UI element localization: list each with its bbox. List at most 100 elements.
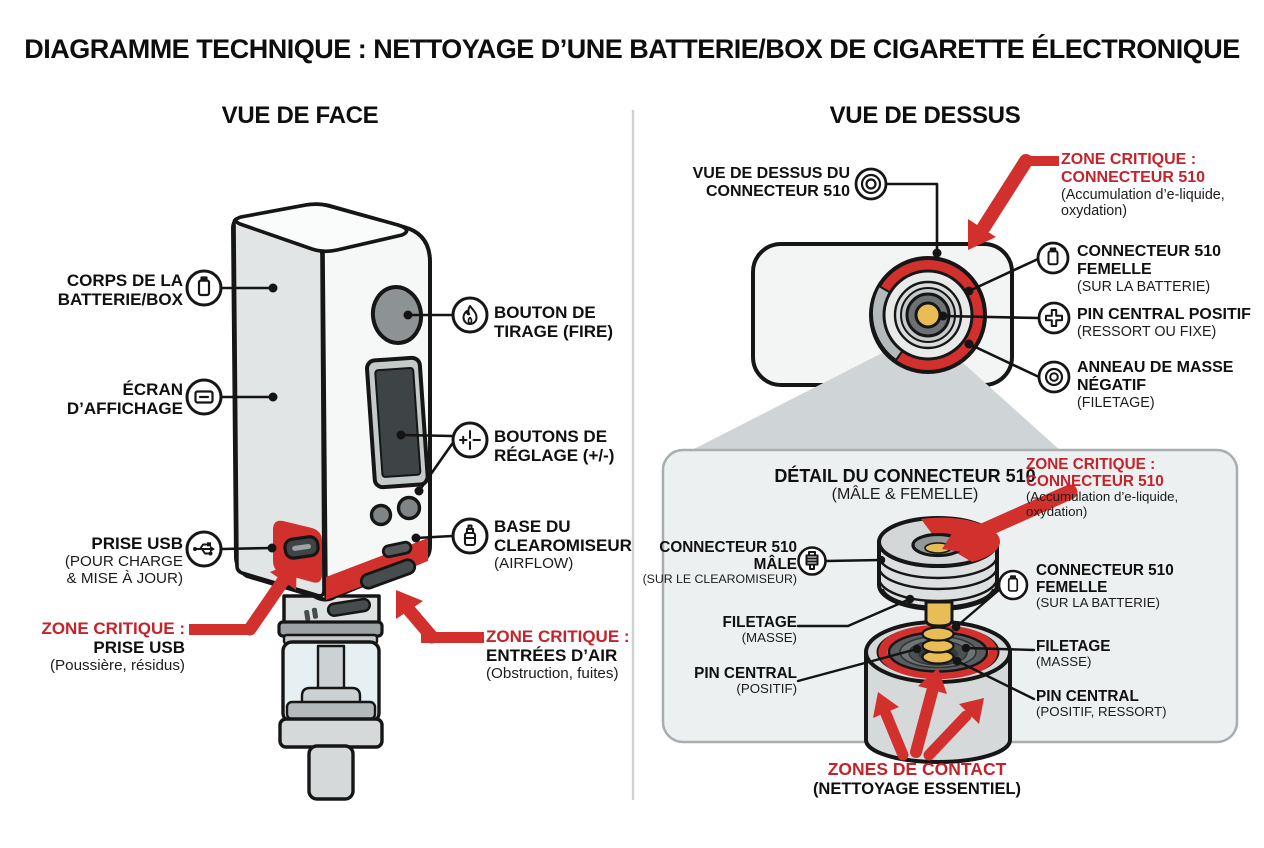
label-line: FEMELLE: [1036, 579, 1108, 597]
atomizer-icon: [463, 524, 477, 547]
label-line: PIN CENTRAL: [694, 665, 797, 682]
top-leader-dots: [932, 248, 974, 349]
label-line: CLEAROMISEUR: [494, 536, 632, 556]
label-line: (MÂLE & FEMELLE): [831, 486, 979, 504]
plus-icon: [1045, 309, 1063, 327]
label-line: DÉTAIL DU CONNECTEUR 510: [774, 466, 1036, 486]
top-face: [233, 202, 409, 254]
battery-icon: [197, 276, 211, 297]
top-leader-lines: [884, 182, 1041, 379]
label-line: CONNECTEUR 510: [1036, 562, 1174, 579]
usb-port: [283, 535, 320, 560]
female-center-pin: [921, 626, 955, 665]
label-base-clearomiseur: BASE DU CLEAROMISEUR (AIRFLOW): [494, 517, 632, 572]
label-connecteur-femelle-top: CONNECTEUR 510 FEMELLE (SUR LA BATTERIE): [1077, 243, 1221, 295]
label-connecteur-male: CONNECTEUR 510 MÂLE (SUR LE CLEAROMISEUR…: [640, 539, 797, 587]
page-title: DIAGRAMME TECHNIQUE : NETTOYAGE D’UNE BA…: [24, 34, 1240, 64]
label-line: ENTRÉES D’AIR: [486, 646, 618, 666]
battery-box: [231, 202, 432, 602]
label-line: ANNEAU DE MASSE: [1077, 359, 1234, 376]
label-line: BATTERIE/BOX: [57, 290, 183, 310]
label-zone-critique-510-detail: ZONE CRITIQUE : CONNECTEUR 510 (Accumula…: [1026, 456, 1178, 520]
label-line: BOUTONS DE: [494, 427, 608, 446]
screen-icon: [194, 390, 214, 404]
label-line: (MASSE): [741, 630, 797, 646]
label-bouton-tirage: BOUTON DE TIRAGE (FIRE): [494, 303, 613, 341]
front-leader-lines: [220, 286, 454, 551]
air-intake-slot: [359, 558, 417, 590]
front-view-device: [185, 202, 489, 801]
label-zone-critique-usb: ZONE CRITIQUE : PRISE USB (Poussière, ré…: [30, 619, 185, 674]
label-corps-batterie: CORPS DE LA BATTERIE/BOX: [38, 271, 183, 309]
label-line: PRISE USB: [93, 638, 185, 658]
label-line: D’AFFICHAGE: [66, 399, 183, 419]
label-line: (POUR CHARGE: [64, 553, 183, 571]
detail-arrowhead: [942, 521, 975, 554]
label-line: oxydation): [1026, 504, 1088, 520]
usb-icon: [193, 542, 215, 556]
label-line: (POSITIF): [736, 681, 797, 697]
label-line: ZONE CRITIQUE :: [41, 619, 185, 638]
label-line: (NETTOYAGE ESSENTIEL): [812, 779, 1022, 798]
concentric-rings-icon: [860, 173, 882, 195]
clearomiseur: [277, 594, 384, 801]
label-line: (POSITIF, RESSORT): [1036, 704, 1167, 720]
label-line: (Obstruction, fuites): [486, 665, 619, 683]
label-line: (Accumulation d’e-liquide,: [1061, 186, 1225, 203]
label-line: (FILETAGE): [1077, 394, 1155, 411]
label-line: RÉGLAGE (+/-): [494, 446, 615, 466]
connector-510-top-view: [869, 256, 987, 374]
label-line: CONNECTEUR 510: [1061, 168, 1206, 186]
label-pin-central-positif: PIN CENTRAL POSITIF (RESSORT OU FIXE): [1077, 306, 1251, 340]
label-line: CORPS DE LA: [66, 271, 183, 290]
front-leader-dots: [267, 283, 424, 553]
label-line: (SUR LA BATTERIE): [1036, 595, 1160, 611]
label-line: (SUR LA BATTERIE): [1077, 278, 1211, 295]
male-center-pin: [924, 600, 954, 628]
label-zones-de-contact: ZONES DE CONTACT (NETTOYAGE ESSENTIEL): [767, 759, 1067, 798]
label-boutons-reglage: BOUTONS DE RÉGLAGE (+/-): [494, 427, 614, 465]
label-vue-dessus-510: VUE DE DESSUS DU CONNECTEUR 510: [688, 165, 850, 201]
label-line: VUE DE DESSUS DU: [692, 165, 850, 182]
label-filetage-gauche: FILETAGE (MASSE): [690, 614, 798, 646]
label-line: PIN CENTRAL: [1036, 688, 1139, 705]
zone-usb-connector-bar: [189, 624, 252, 635]
label-line: MÂLE: [753, 556, 797, 574]
fire-button: [370, 285, 424, 345]
battery-icon: [1047, 247, 1059, 266]
usb-arrowhead: [270, 561, 297, 590]
front-icon-circles: [185, 269, 489, 568]
label-line: oxydation): [1061, 202, 1127, 219]
adjust-button-plus: [396, 495, 422, 521]
label-line: ZONE CRITIQUE :: [486, 627, 630, 646]
label-anneau-masse: ANNEAU DE MASSE NÉGATIF (FILETAGE): [1077, 359, 1233, 411]
label-line: CONNECTEUR 510: [1077, 243, 1222, 260]
label-line: PRISE USB: [91, 534, 183, 553]
plus-minus-icon: [459, 430, 481, 450]
label-line: FILETAGE: [1036, 638, 1111, 655]
label-line: TIRAGE (FIRE): [494, 322, 613, 342]
label-line: FILETAGE: [722, 614, 798, 631]
label-filetage-droite: FILETAGE (MASSE): [1036, 638, 1111, 670]
heading-vue-de-dessus: VUE DE DESSUS: [829, 102, 1021, 129]
label-line: NÉGATIF: [1077, 376, 1147, 394]
label-line: (MASSE): [1036, 654, 1092, 670]
detail-leader-lines: [796, 558, 1036, 701]
connector-510-detail: [796, 484, 1078, 764]
detail-icon-circles: [797, 546, 1029, 601]
drip-tip: [307, 744, 355, 801]
male-510-icon: [805, 551, 819, 570]
light-beam: [688, 350, 1062, 452]
center-pin-top: [914, 301, 942, 329]
label-line: ZONES DE CONTACT: [827, 759, 1007, 779]
label-line: (Accumulation d’e-liquide,: [1026, 489, 1179, 505]
label-pin-central-droite: PIN CENTRAL (POSITIF, RESSORT): [1036, 688, 1167, 720]
label-prise-usb: PRISE USB (POUR CHARGE & MISE À JOUR): [20, 534, 183, 587]
detail-title: DÉTAIL DU CONNECTEUR 510 (MÂLE & FEMELLE…: [695, 466, 1115, 504]
air-arrowhead: [396, 590, 423, 619]
label-line: ZONE CRITIQUE :: [1026, 456, 1156, 473]
front-red-arrows: [189, 561, 484, 644]
ring-icon: [1044, 367, 1064, 387]
chimney: [316, 644, 346, 694]
